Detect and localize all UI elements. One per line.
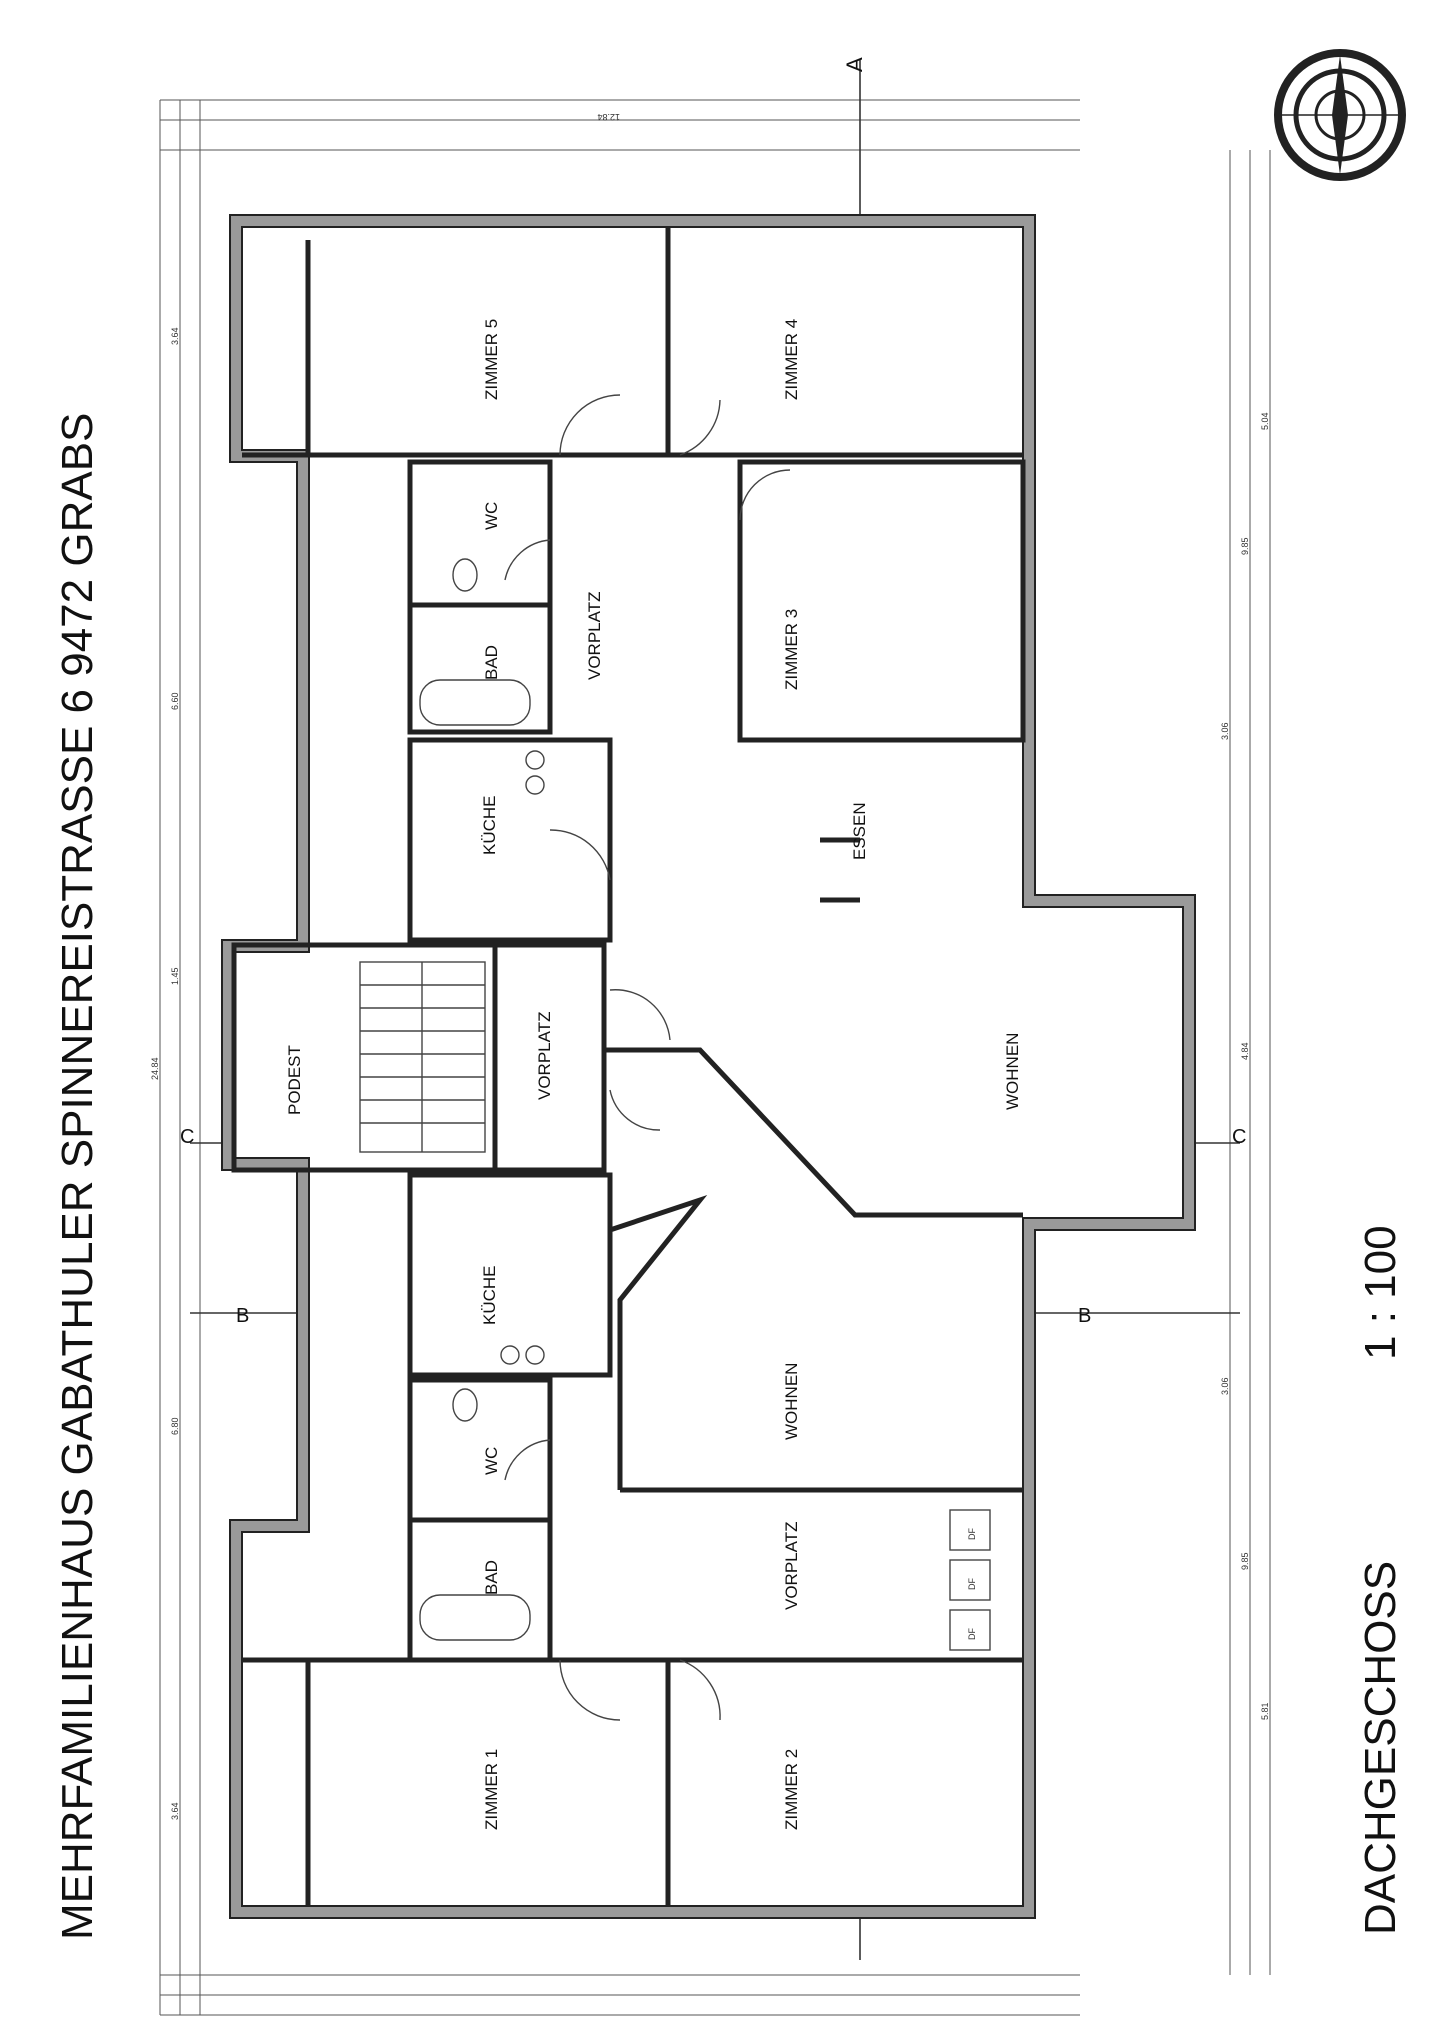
floor-name: DACHGESCHOSS: [1356, 1561, 1405, 1935]
dim-d5: 1.45: [170, 967, 180, 985]
room-labels: ZIMMER 5 ZIMMER 4 ZIMMER 3 WC BAD VORPLA…: [285, 319, 1022, 1830]
room-label-essen: ESSEN: [850, 802, 869, 860]
df-marker: DF: [967, 1578, 977, 1590]
dim-d8: 5.04: [1260, 412, 1270, 430]
room-label-kueche-bottom: KÜCHE: [480, 1265, 499, 1325]
dimension-lines: [159, 99, 1271, 2016]
room-label-bad-top: BAD: [482, 645, 501, 680]
room-label-podest: PODEST: [285, 1045, 304, 1115]
room-label-vorplatz-top: VORPLATZ: [585, 592, 604, 680]
dim-d1: 3.64: [170, 327, 180, 345]
room-label-zimmer5: ZIMMER 5: [482, 319, 501, 400]
section-mark-c-left: C: [180, 1126, 194, 1148]
room-label-vorplatz-bottom: VORPLATZ: [782, 1522, 801, 1610]
dim-overall-length: 24.84: [150, 1057, 160, 1080]
room-label-zimmer2: ZIMMER 2: [782, 1749, 801, 1830]
df-markers: DF DF DF: [967, 1528, 977, 1640]
section-mark-a: A: [842, 57, 867, 72]
dim-d11: 5.81: [1260, 1702, 1270, 1720]
dim-d7: 3.06: [1220, 722, 1230, 740]
df-marker: DF: [967, 1628, 977, 1640]
dim-d12: 3.06: [1220, 1377, 1230, 1395]
dim-overall-width: 12.84: [597, 112, 620, 122]
dim-d4: 3.64: [170, 1802, 180, 1820]
compass-icon: [1274, 49, 1406, 181]
room-label-wohnen-right: WOHNEN: [1003, 1033, 1022, 1110]
dim-d10: 9.85: [1240, 1552, 1250, 1570]
dim-d9: 4.84: [1240, 1042, 1250, 1060]
df-marker: DF: [967, 1528, 977, 1540]
interior-walls: [231, 227, 1026, 1906]
staircase: [359, 961, 486, 1153]
room-label-kueche-top: KÜCHE: [480, 795, 499, 855]
dimension-labels: 24.84 12.84 3.64 6.60 1.45 6.80 3.64 5.0…: [150, 112, 1270, 1820]
dim-d2: 6.60: [170, 692, 180, 710]
room-label-vorplatz-mid: VORPLATZ: [535, 1012, 554, 1100]
room-label-wc-bottom: WC: [482, 1447, 501, 1475]
project-title: MEHRFAMILIENHAUS GABATHULER SPINNEREISTR…: [53, 413, 102, 1940]
room-label-zimmer3: ZIMMER 3: [782, 609, 801, 690]
room-label-wohnen-bottom: WOHNEN: [782, 1363, 801, 1440]
room-label-zimmer4: ZIMMER 4: [782, 319, 801, 400]
room-label-wc-top: WC: [482, 502, 501, 530]
drawing-scale: 1 : 100: [1356, 1225, 1405, 1360]
dim-d6: 9.85: [1240, 537, 1250, 555]
room-label-bad-bottom: BAD: [482, 1560, 501, 1595]
dim-d3: 6.80: [170, 1417, 180, 1435]
sanitary-fixtures: [419, 558, 991, 1651]
section-mark-b-left: B: [236, 1305, 249, 1327]
room-label-zimmer1: ZIMMER 1: [482, 1749, 501, 1830]
section-mark-c-right: C: [1232, 1126, 1246, 1148]
exterior-walls: [221, 214, 1196, 1919]
door-swings: [504, 394, 791, 1721]
section-mark-b-right: B: [1078, 1305, 1091, 1327]
